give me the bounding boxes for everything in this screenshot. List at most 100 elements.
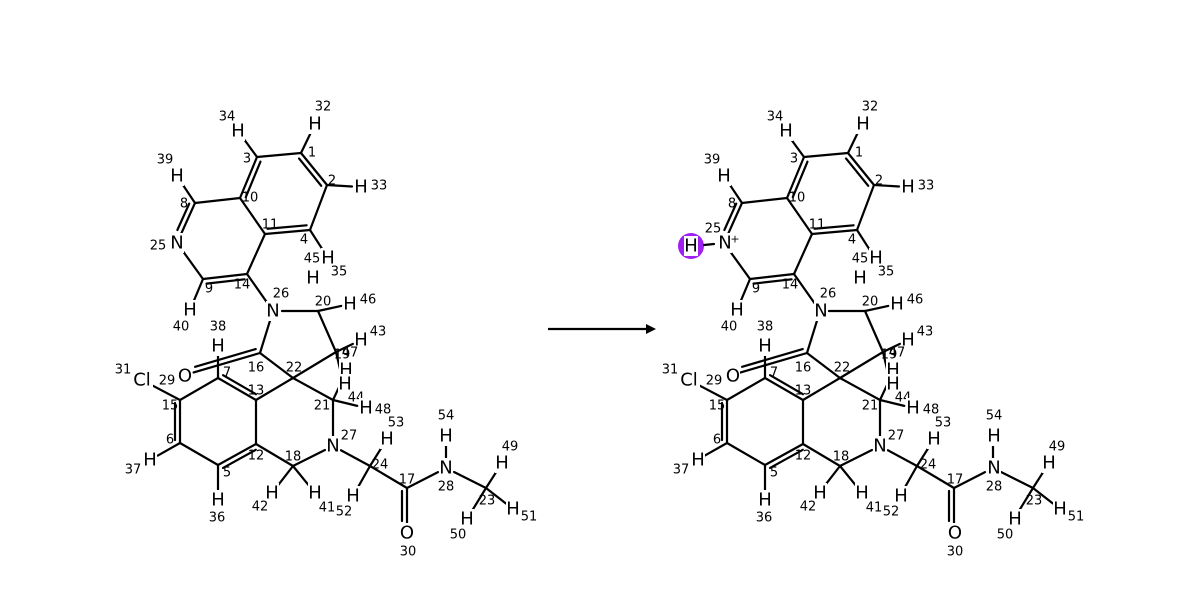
atom-index-label: 33	[918, 179, 935, 194]
atom-index-label: 35	[878, 265, 895, 280]
bond-9-40	[192, 277, 205, 303]
atom-symbol: N	[718, 233, 731, 254]
atom-symbol: H	[927, 429, 941, 450]
atom-index-label: 17	[947, 473, 964, 488]
atom-label-bg	[170, 233, 184, 253]
atom-index-label: 5	[223, 466, 231, 481]
atom-label-bg	[359, 398, 373, 418]
atom-index-label: 16	[795, 361, 812, 376]
atom-label-bg	[495, 453, 509, 473]
atom-label-bg	[927, 429, 941, 449]
bond-10-8	[740, 196, 789, 205]
atom-index-label: 36	[209, 511, 226, 526]
atom-symbol: H	[338, 374, 352, 395]
atom-index-label: 47	[889, 346, 906, 361]
atom-index-label: 2	[328, 174, 336, 189]
atom-label-bg	[211, 490, 225, 510]
atom-symbol: O	[948, 523, 962, 544]
atom-label-bg	[869, 248, 883, 268]
atom-index-label: 38	[210, 320, 227, 335]
atom-symbol: H	[308, 114, 322, 135]
atom-index-label: 13	[248, 384, 265, 399]
bond-18-42	[823, 464, 842, 487]
bond-18-41	[291, 464, 311, 488]
bond-16-31	[739, 351, 809, 374]
bond-23-50	[470, 486, 488, 513]
atom-label-bg	[873, 436, 887, 456]
bond-25-9	[728, 249, 752, 281]
bond-8-25	[179, 201, 197, 236]
bond-6-37	[156, 441, 182, 457]
atom-index-label: 40	[173, 320, 190, 335]
bond-16-31-double	[741, 347, 804, 368]
atom-symbol: H	[306, 268, 320, 289]
atom-label-bg	[1042, 453, 1056, 473]
atom-index-label: 42	[800, 500, 817, 515]
bond-6-5	[725, 441, 767, 467]
atom-index-label: 50	[997, 528, 1014, 543]
bond-16-31	[192, 351, 262, 374]
atom-index-label: 51	[521, 510, 538, 525]
atom-label-bg	[987, 458, 1001, 478]
atom-index-label: 46	[360, 293, 377, 308]
atom-index-label: 22	[834, 361, 851, 376]
atom-label-bg	[906, 398, 920, 418]
atom-label-bg	[814, 301, 828, 321]
bond-10-8	[193, 196, 242, 205]
bond-18-27	[838, 448, 874, 468]
bond-4-11-double	[266, 224, 308, 230]
atom-index-label: 10	[789, 191, 806, 206]
atom-index-label: 14	[234, 278, 251, 293]
atom-label-bg	[678, 370, 700, 390]
bond-15-29	[695, 383, 729, 402]
atom-label-bg	[855, 483, 869, 503]
bond-13-7-double	[222, 374, 258, 396]
atom-symbol: N	[987, 458, 1000, 479]
bond-8-39	[180, 182, 197, 205]
atom-index-label: 28	[438, 480, 455, 495]
bond-18-41	[838, 464, 858, 488]
atom-index-label: 9	[205, 282, 213, 297]
atom-symbol: H	[869, 248, 883, 269]
atom-index-label: 43	[370, 325, 387, 340]
atom-symbol: N	[266, 301, 279, 322]
bond-24-52	[356, 464, 372, 490]
atom-index-label: 5	[770, 466, 778, 481]
bond-6-37	[703, 441, 729, 457]
atom-index-label: 20	[862, 295, 879, 310]
atom-index-label: 1	[855, 146, 863, 161]
atom-label-bg	[400, 523, 414, 543]
bond-2-4	[855, 183, 876, 232]
bond-24-17	[915, 464, 956, 490]
atom-index-label: 13	[795, 384, 812, 399]
bond-9-14-double	[205, 278, 246, 285]
bond-27-24	[886, 449, 919, 468]
atom-index-label: 40	[721, 320, 738, 335]
atom-index-label: 9	[752, 282, 760, 297]
bond-24-53	[915, 445, 931, 468]
atom-label-bg	[354, 330, 368, 350]
reactant-bonds	[148, 131, 507, 526]
atom-label-bg	[211, 336, 225, 356]
atom-index-label: 30	[400, 545, 417, 560]
atom-label-bg	[901, 177, 915, 197]
atom-index-label: 22	[286, 361, 303, 376]
atom-index-label: 31	[662, 363, 679, 378]
atom-index-label: 14	[782, 278, 799, 293]
atom-index-label: 11	[262, 218, 279, 233]
atom-label-bg	[718, 233, 732, 253]
bond-9-14-double	[752, 278, 793, 285]
atom-index-label: 45	[852, 252, 869, 267]
atom-index-label: 42	[252, 500, 269, 515]
atom-index-label: 28	[986, 480, 1003, 495]
bond-19-43	[881, 342, 901, 354]
atom-index-label: 24	[920, 458, 937, 473]
atom-index-label: 19	[334, 348, 351, 363]
atom-symbol: H	[1053, 499, 1067, 520]
atom-label-bg	[730, 300, 744, 320]
atom-symbol: H	[684, 236, 698, 257]
bond-17-28	[405, 471, 440, 490]
bond-15-29	[148, 383, 182, 402]
atom-symbol: H	[211, 336, 225, 357]
bond-22-21	[838, 376, 882, 402]
